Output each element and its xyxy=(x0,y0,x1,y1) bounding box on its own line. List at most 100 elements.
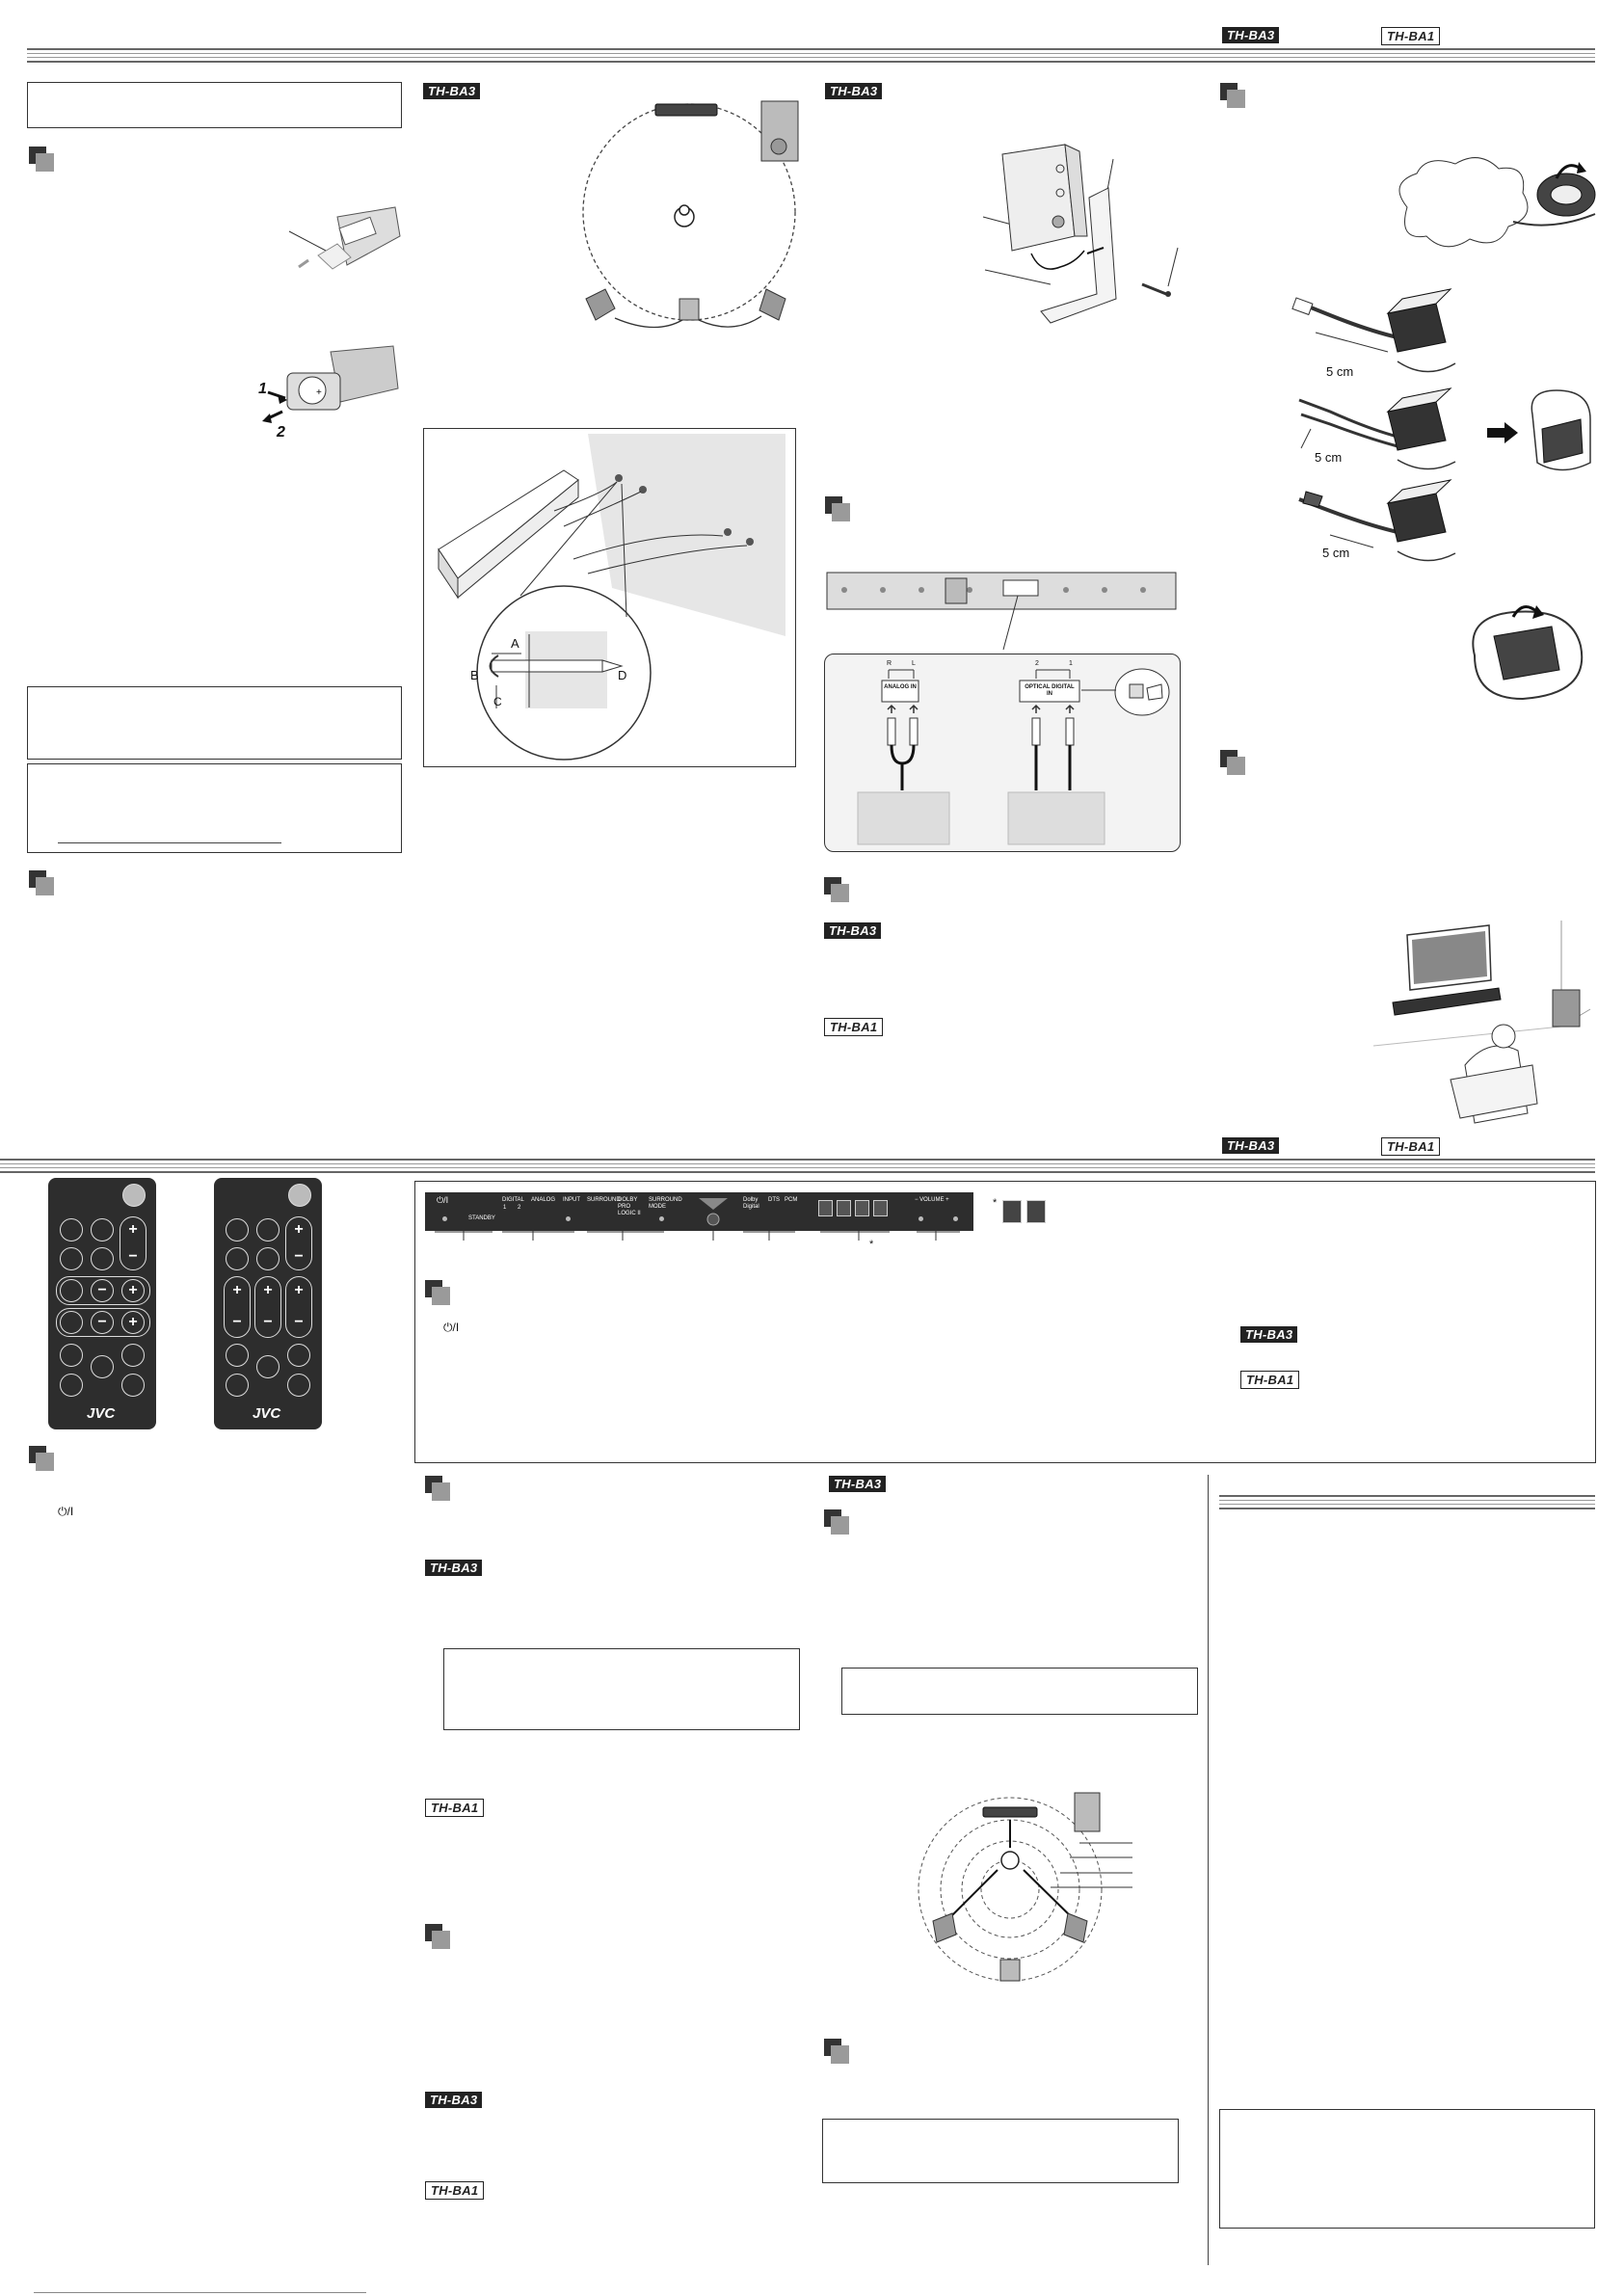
distance-label-2: 5 cm xyxy=(1315,450,1343,465)
remote-minus-button[interactable] xyxy=(91,1279,114,1302)
connection-diagram xyxy=(857,668,1170,845)
model-badge-ba3-b2: TH-BA3 xyxy=(425,1560,483,1576)
speaker-stand-illustration xyxy=(982,144,1179,324)
remote-button[interactable] xyxy=(121,1344,145,1367)
front-display-digit xyxy=(818,1200,833,1216)
remote-plus-symbol[interactable]: + xyxy=(294,1282,304,1298)
remote-volume-up-button[interactable]: + xyxy=(128,1221,138,1238)
front-standby-label: STANDBY xyxy=(468,1215,495,1221)
notice-box-2 xyxy=(27,686,402,760)
front-asterisk-2: * xyxy=(993,1197,998,1209)
front-digital-label: DIGITAL xyxy=(502,1197,524,1203)
model-badge-ba1-b2c: TH-BA1 xyxy=(425,2181,485,2200)
remote-minus-symbol[interactable]: − xyxy=(232,1314,242,1330)
model-badge-ba3-col3b: TH-BA3 xyxy=(824,922,882,939)
remote-button[interactable] xyxy=(60,1279,83,1302)
analog-in-label: ANALOG IN xyxy=(884,684,917,690)
remote-volume-down-button[interactable]: − xyxy=(294,1248,304,1265)
remote-button[interactable] xyxy=(60,1247,83,1270)
remote-button[interactable] xyxy=(226,1374,249,1397)
model-badge-ba3-top: TH-BA3 xyxy=(1222,27,1280,43)
remote-minus-symbol[interactable]: − xyxy=(294,1314,304,1330)
model-badge-ba3-col3: TH-BA3 xyxy=(825,83,883,99)
front-ir-window xyxy=(699,1198,728,1226)
col4-rule-3 xyxy=(1219,1504,1595,1505)
model-badge-ba3-b3: TH-BA3 xyxy=(829,1476,887,1492)
front-panel-display: ⏻/I STANDBY DIGITAL ANALOG INPUT 1 2 SUR… xyxy=(425,1192,973,1231)
remote-button[interactable] xyxy=(91,1355,114,1378)
front-display-digit xyxy=(837,1200,851,1216)
remote-volume-up-button[interactable]: + xyxy=(294,1221,304,1238)
remote-button[interactable] xyxy=(287,1374,310,1397)
front-dolby-digital-label: Dolby Digital xyxy=(743,1197,759,1210)
section-marker xyxy=(425,1280,450,1305)
remote-plus-symbol: + xyxy=(128,1282,138,1298)
remote-power-button[interactable] xyxy=(122,1184,146,1207)
front-display-digit xyxy=(855,1200,869,1216)
remote-power-button[interactable] xyxy=(288,1184,311,1207)
section-marker xyxy=(824,2039,849,2064)
remote-button[interactable] xyxy=(226,1218,249,1241)
col4-rule-2 xyxy=(1219,1500,1595,1501)
model-badge-ba3-bottom: TH-BA3 xyxy=(1222,1137,1280,1154)
remote-button[interactable] xyxy=(256,1355,280,1378)
section-marker xyxy=(29,1446,54,1471)
notice-box-3-underline xyxy=(58,842,281,843)
remote-button[interactable] xyxy=(226,1247,249,1270)
remote-col-group-2 xyxy=(254,1276,281,1338)
battery-step-1: 1 xyxy=(258,381,267,397)
remote-button[interactable] xyxy=(256,1247,280,1270)
ferrite-wrap-illustration xyxy=(1472,605,1584,701)
remote-button[interactable] xyxy=(60,1311,83,1334)
top-rule-4 xyxy=(27,61,1595,63)
column-divider xyxy=(1208,1475,1209,2265)
section-marker xyxy=(1220,83,1245,108)
remote-button[interactable] xyxy=(287,1344,310,1367)
model-badge-ba3-panel: TH-BA3 xyxy=(1240,1326,1298,1343)
remote-button[interactable] xyxy=(60,1344,83,1367)
channel-l-label: L xyxy=(912,660,916,667)
remote-plus-symbol[interactable]: + xyxy=(232,1282,242,1298)
front-led xyxy=(566,1216,571,1221)
remote-button[interactable] xyxy=(256,1218,280,1241)
remote-volume-group xyxy=(285,1216,312,1270)
remote-button[interactable] xyxy=(91,1247,114,1270)
remote-plus-button[interactable] xyxy=(121,1311,145,1334)
section-marker xyxy=(824,877,849,902)
front-asterisk-1: * xyxy=(869,1239,874,1250)
remote-insulation-illustration xyxy=(288,206,401,270)
remote-col-group-1 xyxy=(224,1276,251,1338)
section-marker xyxy=(824,1509,849,1535)
distance-label-3: 5 cm xyxy=(1322,546,1350,560)
front-display-digit xyxy=(873,1200,888,1216)
remote-col-group-3 xyxy=(285,1276,312,1338)
front-power-label: ⏻/I xyxy=(437,1195,449,1205)
channel-r-label: R xyxy=(887,660,892,667)
remote-volume-down-button[interactable]: − xyxy=(128,1248,138,1265)
remote-minus-symbol[interactable]: − xyxy=(263,1314,273,1330)
notice-box-6 xyxy=(822,2119,1179,2183)
section-marker xyxy=(425,1924,450,1949)
notice-box-1 xyxy=(27,82,402,128)
ferrite-core-cloud-illustration xyxy=(1398,157,1596,248)
remote-button[interactable] xyxy=(226,1344,249,1367)
optical-in-label: OPTICAL DIGITAL IN xyxy=(1025,684,1075,697)
dim-label-a: A xyxy=(511,636,519,651)
front-led xyxy=(953,1216,958,1221)
remote-plus-button[interactable] xyxy=(121,1279,145,1302)
remote-button[interactable] xyxy=(91,1218,114,1241)
front-led xyxy=(918,1216,923,1221)
remote-button[interactable] xyxy=(60,1218,83,1241)
section-marker xyxy=(1220,750,1245,775)
remote-minus-button[interactable] xyxy=(91,1311,114,1334)
remote-brand-logo: JVC xyxy=(253,1405,281,1422)
remote-button[interactable] xyxy=(60,1374,83,1397)
notice-box-3 xyxy=(27,763,402,853)
remote-plus-symbol: + xyxy=(128,1314,138,1330)
ferrite-closed-illustration xyxy=(1531,389,1591,471)
remote-button[interactable] xyxy=(121,1374,145,1397)
mid-rule-4 xyxy=(0,1171,1595,1173)
front-dolby-pro-label: DOLBY PRO LOGIC II xyxy=(618,1197,641,1216)
optical-2-label: 2 xyxy=(1035,660,1039,667)
remote-plus-symbol[interactable]: + xyxy=(263,1282,273,1298)
